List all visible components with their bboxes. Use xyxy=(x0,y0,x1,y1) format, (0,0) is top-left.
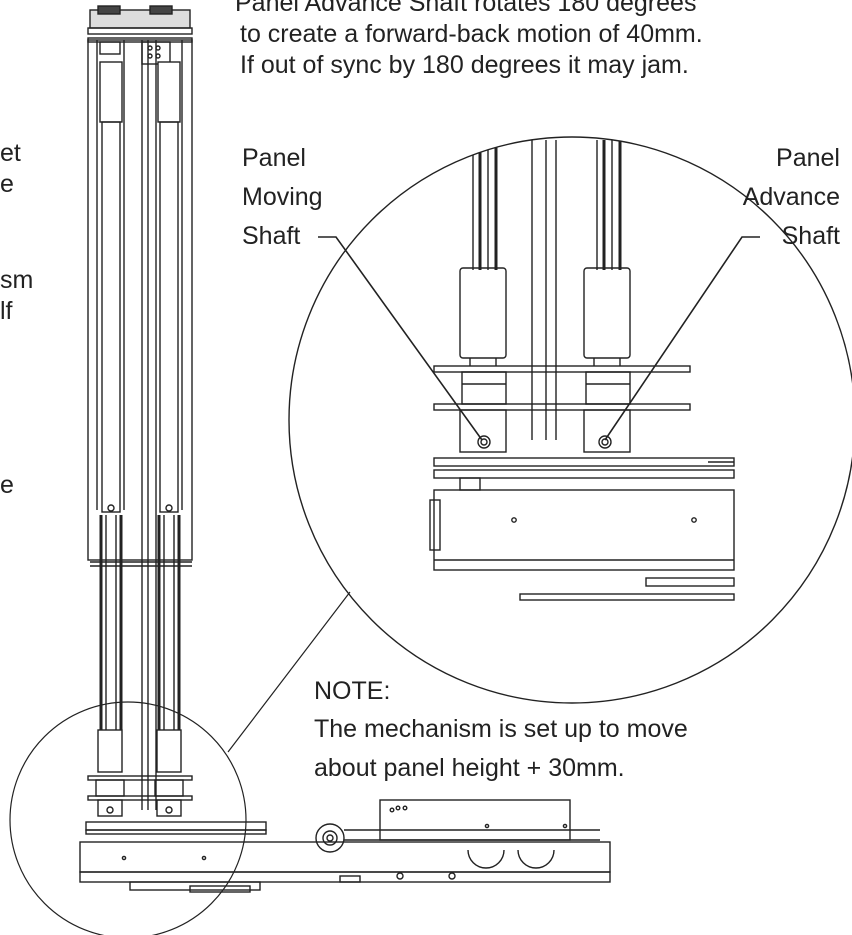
header-line-1: Panel Advance Shaft rotates 180 degrees xyxy=(235,0,697,17)
left-fragment-2: e xyxy=(0,170,14,198)
moving-shaft-leader xyxy=(318,236,483,441)
advance-shaft-label-2: Advance xyxy=(742,183,840,211)
moving-shaft-label-2: Moving xyxy=(242,183,323,211)
note-line-2: about panel height + 30mm. xyxy=(314,754,625,782)
detail-source-circle xyxy=(9,701,247,935)
moving-shaft-label-3: Shaft xyxy=(242,222,301,250)
advance-shaft-label-1: Panel xyxy=(776,144,840,172)
left-fragment-5: e xyxy=(0,471,14,499)
advance-shaft-leader xyxy=(604,236,760,441)
left-fragment-4: lf xyxy=(0,297,13,325)
note-title: NOTE: xyxy=(314,677,391,705)
zoom-detail xyxy=(288,136,852,704)
moving-shaft-label-1: Panel xyxy=(242,144,306,172)
left-fragment-3: sm xyxy=(0,266,34,294)
note-line-1: The mechanism is set up to move xyxy=(314,715,688,743)
main-assembly xyxy=(79,5,611,893)
header-line-3: If out of sync by 180 degrees it may jam… xyxy=(240,51,689,79)
advance-shaft-label-3: Shaft xyxy=(781,222,840,250)
header-line-2: to create a forward-back motion of 40mm. xyxy=(240,20,703,48)
left-fragment-1: et xyxy=(0,139,21,167)
